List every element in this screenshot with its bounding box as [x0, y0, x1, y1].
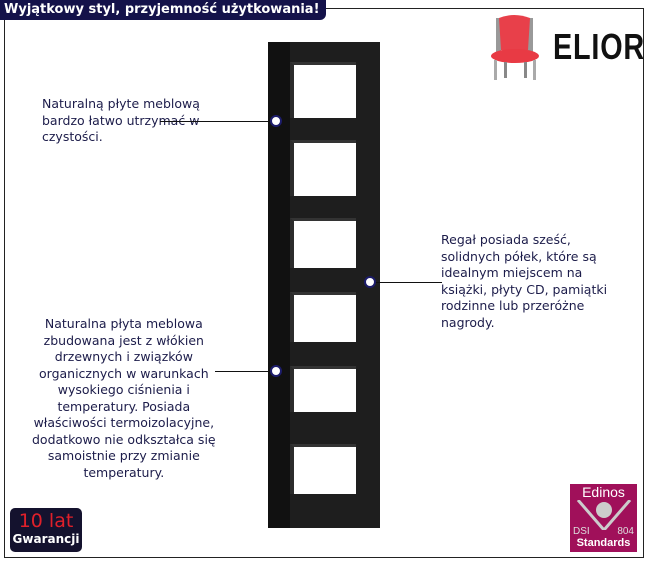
edinos-standards: Standards: [576, 537, 631, 549]
edinos-badge: Edinos DSI 804 Standards: [570, 484, 637, 552]
callout-marker: [270, 115, 282, 127]
callout-shelves: Regał posiada sześć, solidnych półek, kt…: [441, 232, 608, 330]
warranty-label: Gwarancji: [12, 532, 80, 546]
edinos-name: Edinos: [582, 484, 625, 500]
edinos-v-icon: [576, 500, 631, 530]
callout-material: Naturalna płyta meblowa zbudowana jest z…: [32, 316, 216, 480]
brand-name: ELIOR: [553, 26, 646, 67]
callout-cleaning: Naturalną płyte meblową bardzo łatwo utr…: [42, 96, 200, 144]
page-title: Wyjątkowy styl, przyjemność użytkowania!: [0, 0, 326, 20]
edinos-dsi: DSI: [573, 526, 590, 537]
chair-icon: [491, 15, 539, 80]
warranty-years: 10 lat: [18, 510, 74, 532]
callout-marker: [270, 365, 282, 377]
callout-marker: [364, 276, 376, 288]
warranty-badge: 10 lat Gwarancji: [10, 508, 82, 552]
edinos-804: 804: [617, 526, 634, 537]
